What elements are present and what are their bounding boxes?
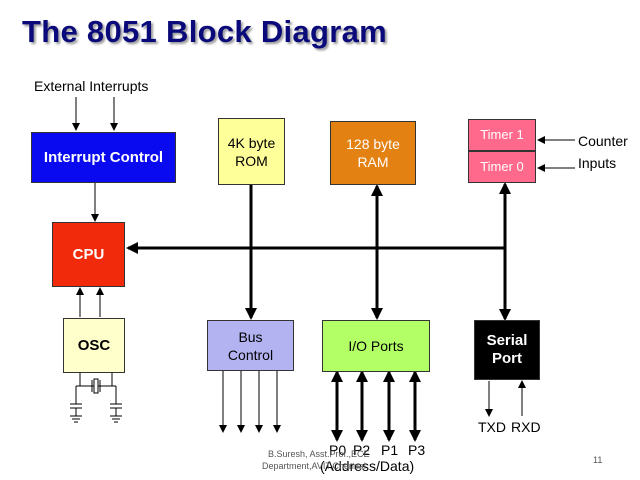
external-interrupts-label: External Interrupts bbox=[34, 78, 149, 94]
cpu-label: CPU bbox=[72, 245, 105, 263]
slide-number: 11 bbox=[593, 455, 603, 465]
serial-port-label-line1: Serial bbox=[486, 332, 528, 349]
txd-label: TXD bbox=[478, 419, 506, 435]
counter-label: Counter bbox=[578, 133, 628, 149]
osc-block: OSC bbox=[63, 318, 125, 373]
bus-control-label-line2: Control bbox=[227, 346, 274, 363]
io-ports-block: I/O Ports bbox=[322, 320, 430, 372]
osc-label: OSC bbox=[77, 336, 111, 354]
timer1-label: Timer 1 bbox=[480, 127, 524, 142]
interrupt-control-block: Interrupt Control bbox=[31, 132, 176, 183]
ram-block: 128 byte RAM bbox=[330, 121, 416, 185]
rom-block: 4K byte ROM bbox=[218, 118, 285, 185]
serial-port-label-line2: Port bbox=[492, 350, 522, 367]
rom-label-line1: 4K byte bbox=[227, 134, 276, 151]
footer-credit-line2: Department,AVIT,Chennai bbox=[262, 461, 366, 471]
port-p2-label: P2 bbox=[353, 442, 371, 458]
cpu-block: CPU bbox=[52, 222, 125, 287]
timer1-block: Timer 1 bbox=[468, 119, 536, 151]
inputs-label: Inputs bbox=[578, 155, 617, 171]
ram-label-line1: 128 byte bbox=[346, 136, 400, 152]
rom-label-line2: ROM bbox=[235, 152, 268, 169]
page-title: The 8051 Block Diagram bbox=[22, 14, 387, 49]
timer0-block: Timer 0 bbox=[468, 151, 536, 183]
port-p3-label: P3 bbox=[408, 442, 426, 458]
bus-control-block: Bus Control bbox=[207, 320, 294, 371]
ram-label-line2: RAM bbox=[357, 154, 389, 170]
port-p0-label: P0 bbox=[329, 442, 347, 458]
timer0-label: Timer 0 bbox=[480, 159, 524, 174]
rxd-label: RXD bbox=[511, 419, 541, 435]
bus-control-label-line1: Bus bbox=[238, 328, 263, 345]
footer-credit-line1: B.Suresh, Asst.Prof.,ECE bbox=[268, 449, 370, 459]
interrupt-control-label: Interrupt Control bbox=[43, 148, 164, 166]
serial-port-block: Serial Port bbox=[474, 320, 540, 380]
address-data-label: (Address/Data) bbox=[320, 458, 415, 474]
io-ports-label: I/O Ports bbox=[348, 338, 404, 354]
port-p1-label: P1 bbox=[381, 442, 399, 458]
